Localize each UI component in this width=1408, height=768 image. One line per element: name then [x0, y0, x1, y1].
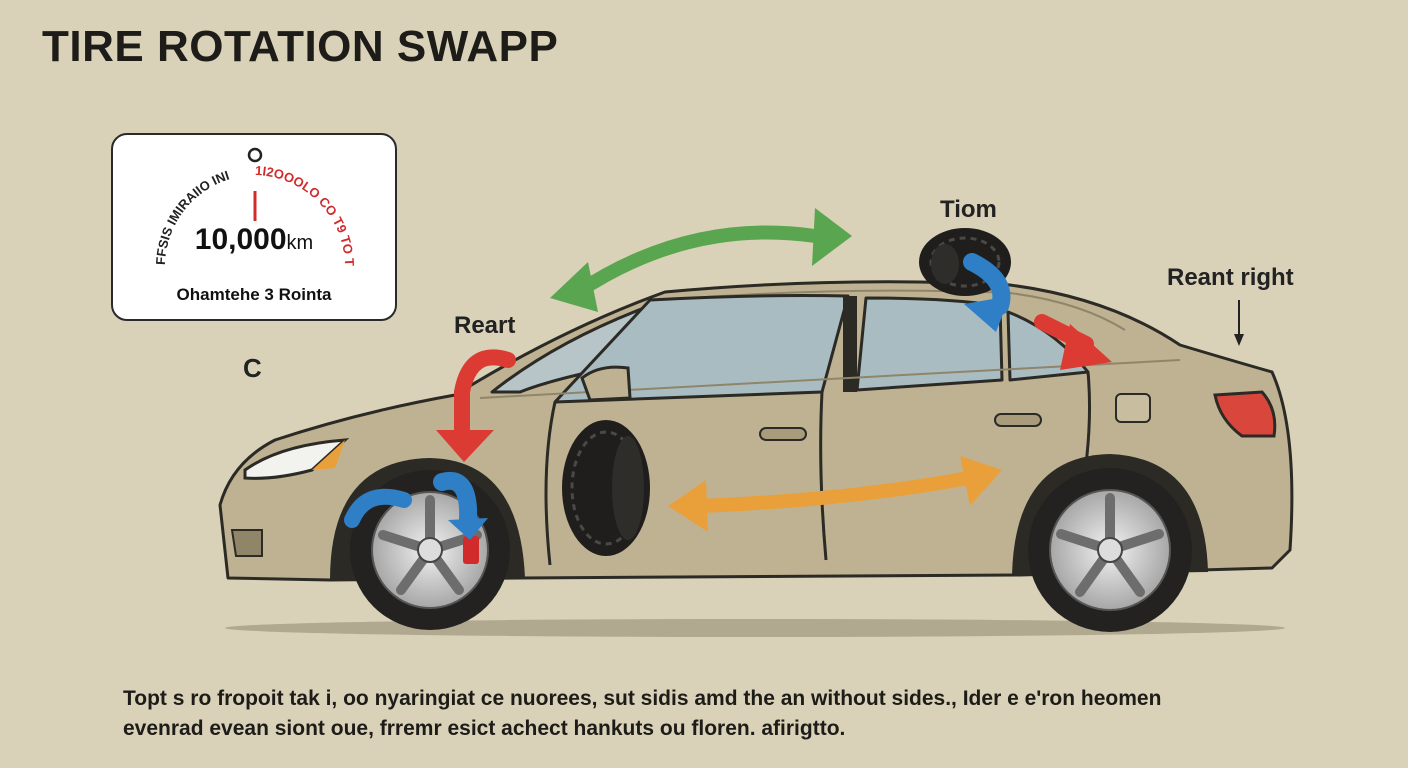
rear-right-pointer-arrow: [1234, 300, 1244, 346]
fuel-door: [1115, 393, 1151, 423]
rear-right-label: Reant right: [1167, 264, 1294, 291]
headlight-amber: [312, 440, 345, 470]
odometer-reading-value: 10,000: [194, 223, 287, 256]
tail-light: [1213, 390, 1277, 438]
door-split: [819, 391, 828, 561]
brake-caliper: [463, 536, 479, 564]
description-line-1: Topt s ro fropoit tak i, oo nyaringiat c…: [123, 687, 1162, 710]
blue-front-arrows: [344, 471, 488, 540]
green-swap-arrow: [550, 208, 852, 312]
front-door-edge: [544, 401, 557, 566]
side-spare-tire: [562, 420, 650, 556]
page-title: TIRE ROTATION SWAPP: [42, 22, 559, 71]
side-mirror: [580, 365, 632, 402]
odometer-card: FFSIS IMIRAIIO INI 1I2OOOLO CO T9 TO TCO…: [111, 133, 397, 321]
top-tire-label: Tiom: [940, 196, 997, 223]
red-front-arrow: [436, 349, 516, 462]
front-door-handle: [759, 427, 807, 441]
description: Topt s ro fropoit tak i, oo nyaringiat c…: [123, 684, 1323, 744]
c-marker-label: C: [243, 353, 262, 383]
orange-swap-arrow: [668, 456, 1002, 532]
rear-door-handle: [994, 413, 1042, 427]
fog-light: [230, 529, 263, 557]
rear-wheel: [1028, 468, 1192, 632]
ground-shadow: [225, 619, 1285, 637]
blue-roof-arrow: [963, 253, 1011, 332]
odometer-reading: 10,000km: [113, 223, 395, 257]
odometer-dial: FFSIS IMIRAIIO INI 1I2OOOLO CO T9 TO TCO: [113, 135, 357, 266]
red-rear-arrow: [1034, 314, 1112, 370]
odometer-reading-unit: km: [286, 232, 314, 254]
rear-label: Reart: [454, 312, 516, 339]
description-line-2: evenrad evean siont oue, frremr esict ac…: [123, 717, 846, 740]
b-pillar: [843, 296, 857, 392]
odometer-caption: Ohamtehe 3 Rointa: [176, 285, 332, 304]
odometer-pin-icon: [247, 147, 263, 163]
